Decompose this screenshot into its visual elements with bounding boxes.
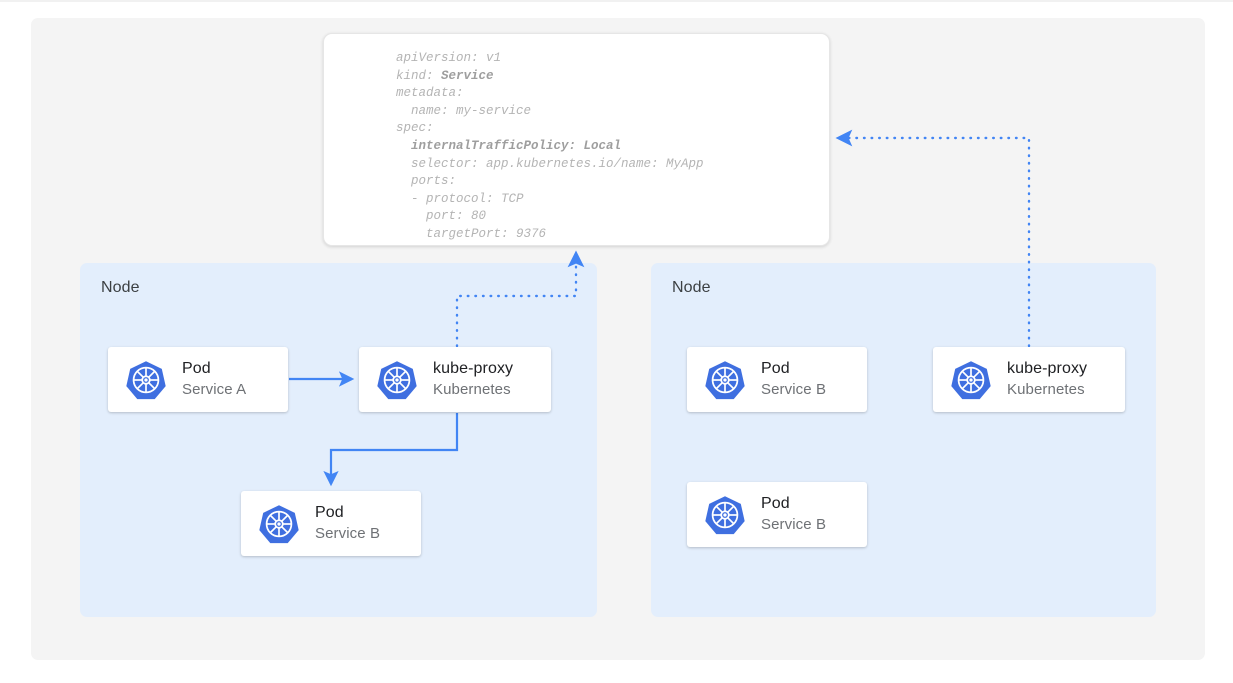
card-title: Pod bbox=[761, 360, 790, 377]
node-panel-right: Node bbox=[651, 263, 1156, 617]
manifest-line: kind: Service bbox=[396, 68, 494, 83]
kubernetes-icon bbox=[377, 360, 417, 399]
card-title: Pod bbox=[182, 360, 211, 377]
kubernetes-icon bbox=[705, 360, 745, 399]
card-pod-service-b-right-top[interactable]: Pod Service B bbox=[687, 347, 867, 412]
manifest-line: name: my-service bbox=[396, 103, 532, 118]
kubernetes-icon bbox=[126, 360, 166, 399]
manifest-line: targetPort: 9376 bbox=[396, 226, 547, 241]
card-subtitle: Kubernetes bbox=[433, 381, 511, 398]
card-text: Pod Service A bbox=[182, 359, 246, 400]
manifest-line: port: 80 bbox=[396, 209, 487, 224]
manifest-line: metadata: bbox=[396, 86, 464, 101]
card-subtitle: Service B bbox=[761, 381, 827, 398]
kubernetes-icon bbox=[259, 504, 299, 543]
kubernetes-icon bbox=[951, 360, 991, 399]
card-subtitle: Service A bbox=[182, 381, 247, 398]
card-text: Pod Service B bbox=[761, 359, 826, 400]
card-text: Pod Service B bbox=[761, 494, 826, 535]
card-pod-service-a[interactable]: Pod Service A bbox=[108, 347, 288, 412]
card-text: kube-proxy Kubernetes bbox=[433, 359, 513, 400]
service-manifest-code: apiVersion: v1 kind: Service metadata: nam… bbox=[396, 50, 704, 244]
card-text: kube-proxy Kubernetes bbox=[1007, 359, 1087, 400]
card-subtitle: Service B bbox=[315, 525, 381, 542]
top-divider bbox=[0, 0, 1233, 2]
card-title: Pod bbox=[761, 495, 790, 512]
service-manifest-card: apiVersion: v1 kind: Service metadata: nam… bbox=[323, 33, 830, 246]
manifest-line: internalTrafficPolicy: Local bbox=[411, 138, 622, 153]
card-title: Pod bbox=[315, 504, 344, 521]
manifest-line: ports: bbox=[396, 174, 457, 189]
manifest-line: apiVersion: v1 bbox=[396, 51, 502, 65]
card-kube-proxy-right[interactable]: kube-proxy Kubernetes bbox=[933, 347, 1125, 412]
card-subtitle: Kubernetes bbox=[1007, 381, 1085, 398]
node-panel-left: Node bbox=[80, 263, 597, 617]
card-pod-service-b-right-bottom[interactable]: Pod Service B bbox=[687, 482, 867, 547]
manifest-line: spec: bbox=[396, 121, 434, 136]
manifest-line: - protocol: TCP bbox=[396, 191, 524, 206]
manifest-line: selector: app.kubernetes.io/name: MyApp bbox=[396, 156, 704, 171]
card-subtitle: Service B bbox=[761, 516, 827, 533]
card-text: Pod Service B bbox=[315, 503, 380, 544]
kubernetes-icon bbox=[705, 495, 745, 534]
card-kube-proxy-left[interactable]: kube-proxy Kubernetes bbox=[359, 347, 551, 412]
card-title: kube-proxy bbox=[433, 360, 514, 377]
card-pod-service-b-left[interactable]: Pod Service B bbox=[241, 491, 421, 556]
node-label-left: Node bbox=[101, 279, 140, 296]
card-title: kube-proxy bbox=[1007, 360, 1088, 377]
node-label-right: Node bbox=[672, 279, 711, 296]
